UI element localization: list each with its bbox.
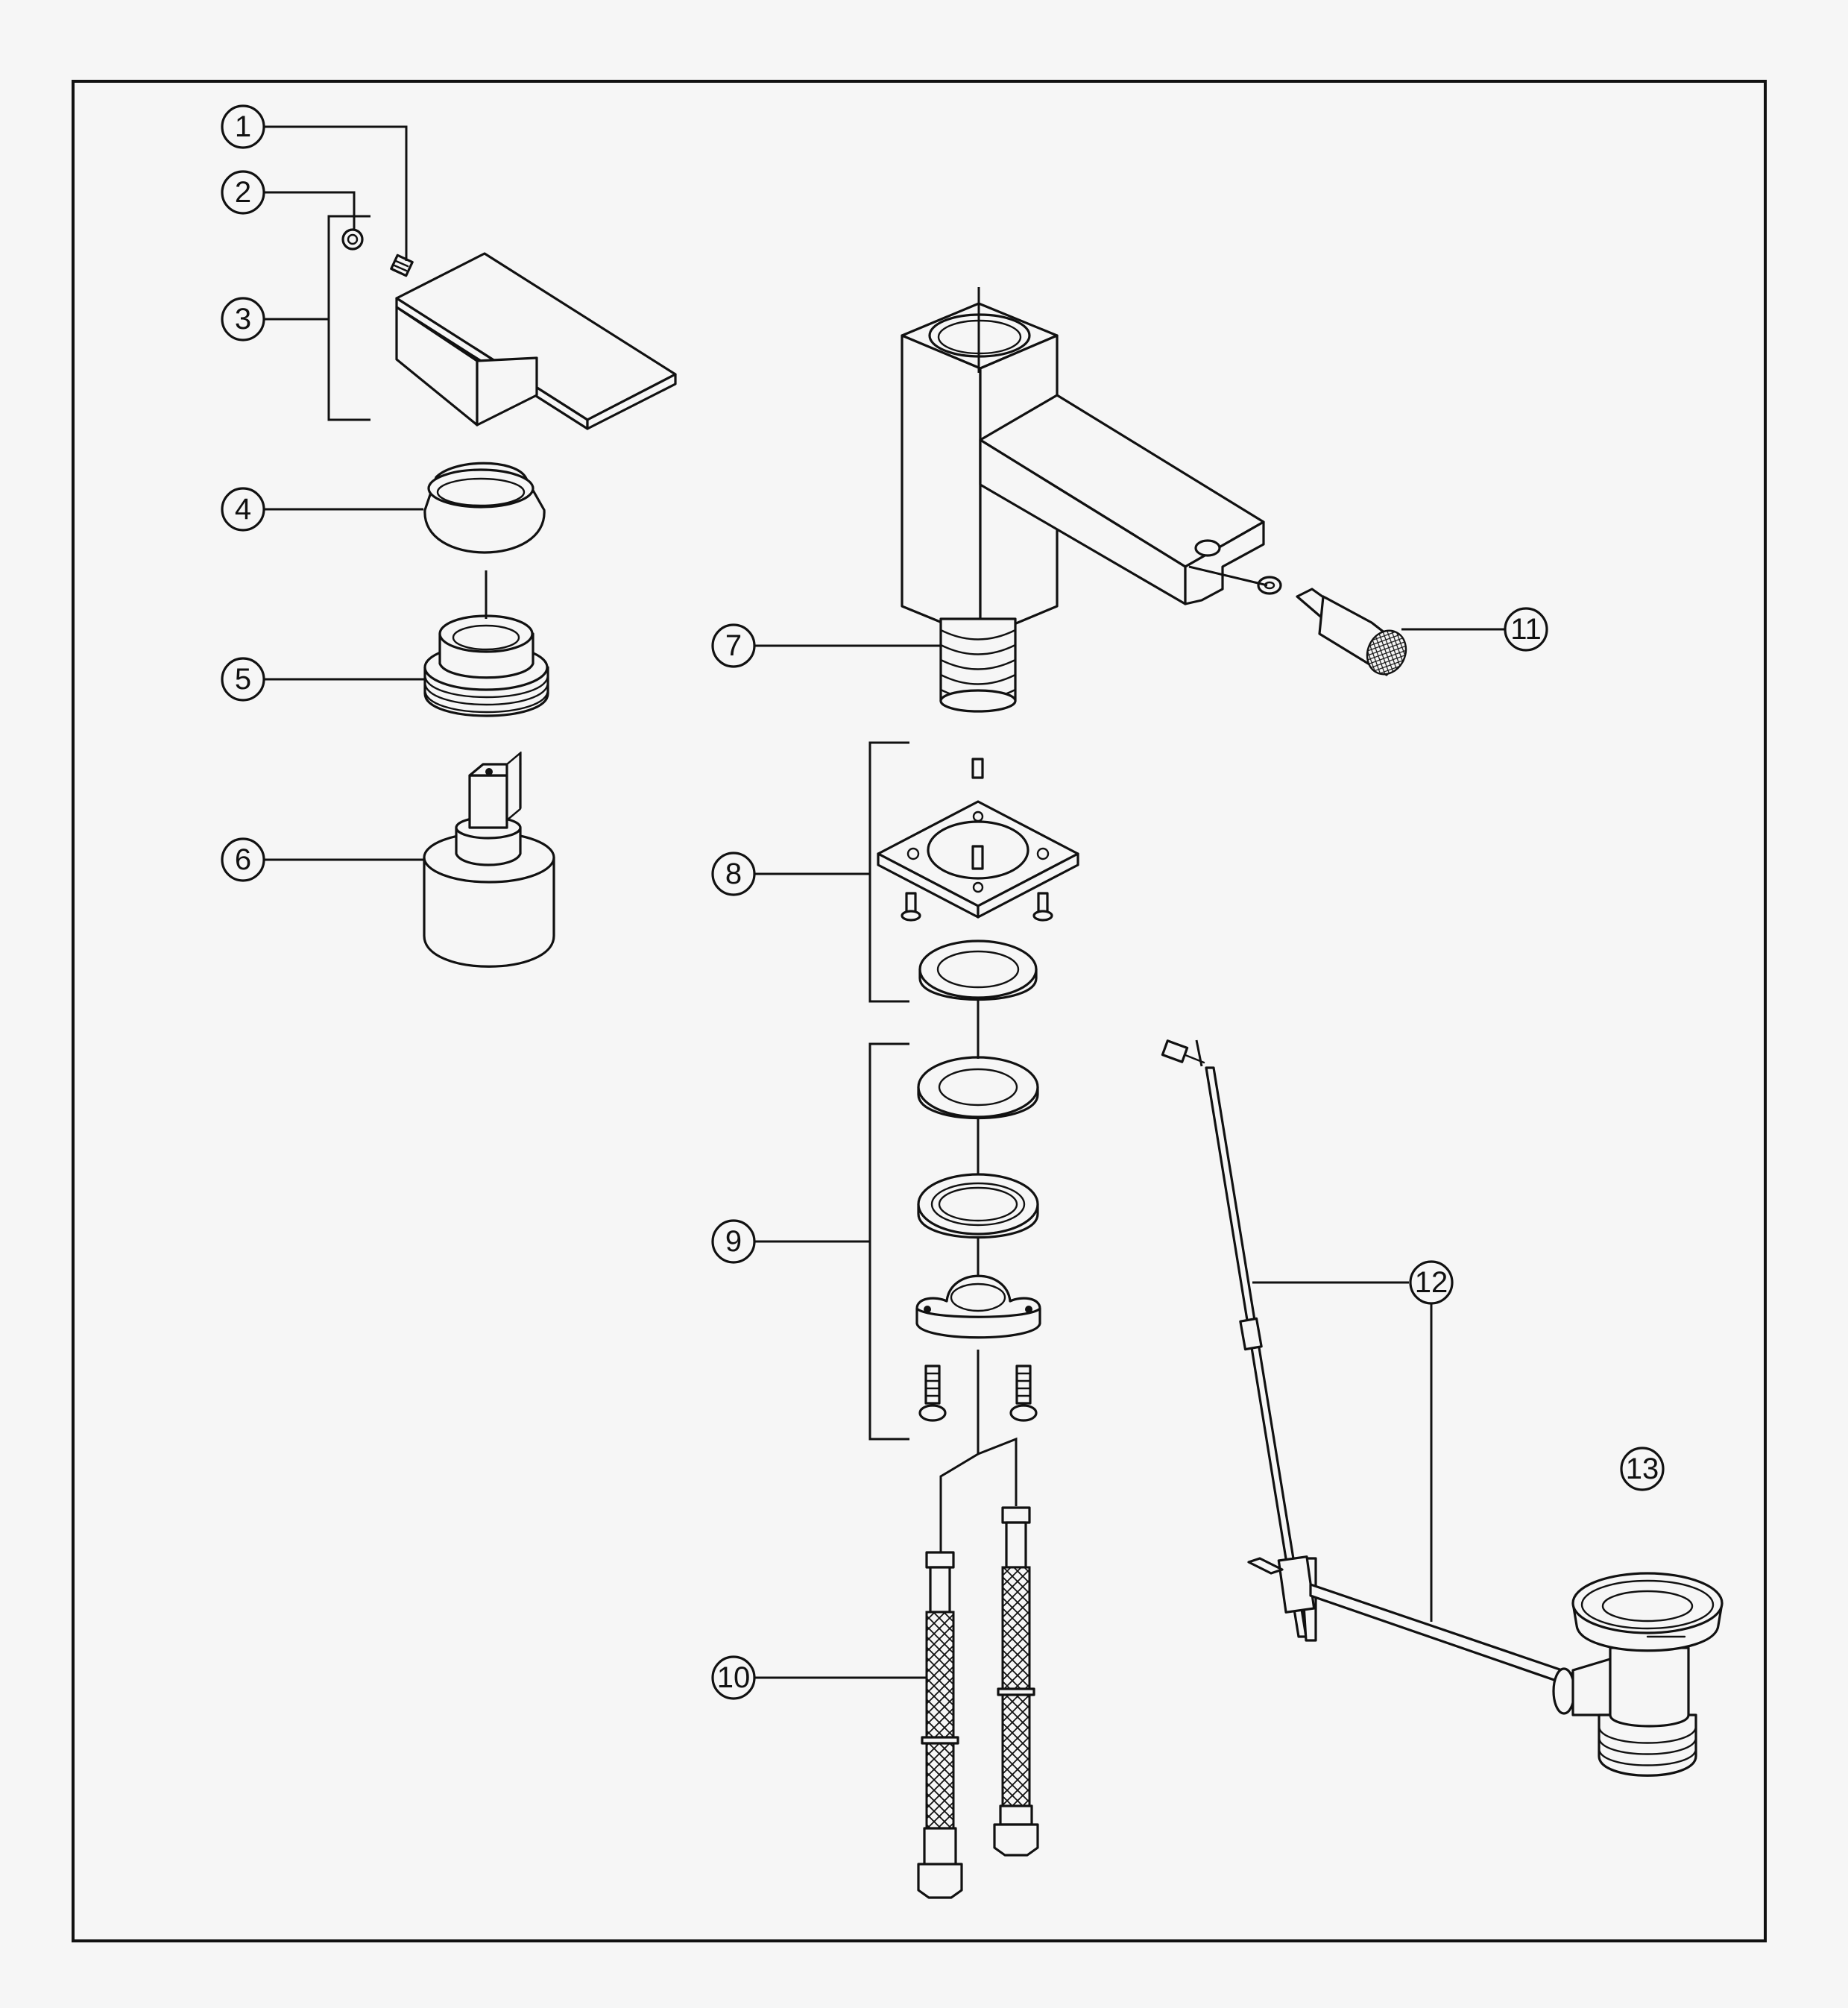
callout-3: 3 [221, 297, 265, 342]
callout-6-label: 6 [235, 843, 251, 876]
part-popup-rod [1161, 1039, 1574, 1687]
callout-9: 9 [711, 1219, 756, 1264]
part-cover-cap [423, 462, 546, 554]
part-cap [341, 228, 364, 251]
part-popup-waste [1552, 1572, 1724, 1777]
callout-13-label: 13 [1626, 1453, 1659, 1485]
part-aerator [1188, 565, 1407, 676]
callout-2: 2 [221, 170, 265, 215]
callout-6: 6 [221, 837, 265, 882]
callout-12: 12 [1409, 1260, 1454, 1305]
callout-9-label: 9 [725, 1225, 742, 1258]
callout-8-label: 8 [725, 857, 742, 890]
part-grub-screw [390, 254, 414, 277]
callout-1: 1 [221, 104, 265, 149]
part-mounting-plate [877, 758, 1079, 1001]
assembly-axis-lines [485, 570, 1018, 1555]
callout-8: 8 [711, 852, 756, 896]
part-retaining-nut [423, 614, 549, 717]
part-cartridge [423, 751, 555, 968]
callout-11-label: 11 [1510, 613, 1542, 646]
callout-7-label: 7 [725, 629, 742, 662]
callout-7: 7 [711, 623, 756, 668]
callout-5: 5 [221, 657, 265, 702]
callout-10: 10 [711, 1655, 756, 1700]
callout-leader-lines [264, 125, 1504, 1679]
callout-2-label: 2 [235, 176, 251, 209]
callout-4-label: 4 [235, 493, 251, 526]
part-tap-body [901, 287, 1265, 713]
callout-1-label: 1 [235, 110, 251, 143]
callout-10-label: 10 [717, 1661, 751, 1694]
callout-5-label: 5 [235, 663, 251, 696]
callout-13: 13 [1620, 1447, 1665, 1491]
callout-11: 11 [1504, 607, 1548, 652]
diagram-frame [72, 80, 1767, 1942]
part-lever-handle [395, 252, 677, 430]
callout-4: 4 [221, 487, 265, 532]
part-flexible-hoses [917, 1506, 1039, 1899]
callout-3-label: 3 [235, 303, 251, 336]
callout-12-label: 12 [1415, 1266, 1448, 1299]
